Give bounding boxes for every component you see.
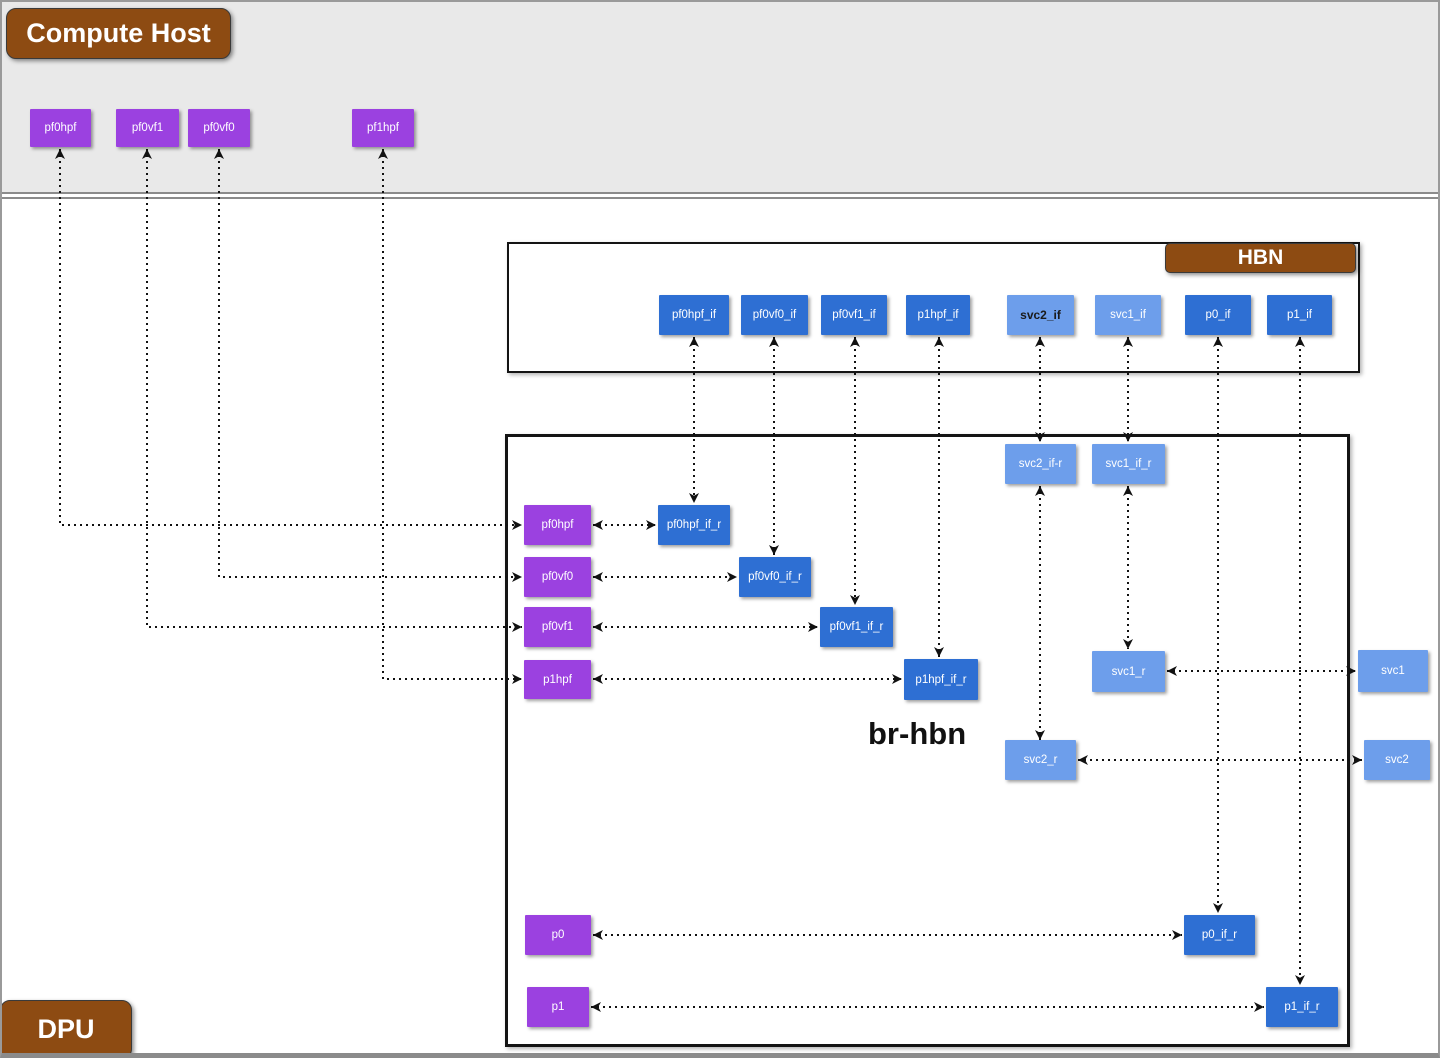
- node-br-pf0vf1-if-r: pf0vf1_if_r: [820, 607, 893, 647]
- node-br-pf0hpf-if-r: pf0hpf_if_r: [658, 505, 730, 545]
- edge-host-pf1hpf--br-p1hpf: [378, 149, 522, 684]
- node-br-p0-if-r: p0_if_r: [1184, 915, 1255, 955]
- node-svc1: svc1: [1358, 650, 1428, 692]
- node-br-svc1-if-r: svc1_if_r: [1092, 444, 1165, 484]
- node-hbn-pf0vf1-if: pf0vf1_if: [821, 295, 887, 335]
- node-br-p1-if-r: p1_if_r: [1266, 987, 1338, 1027]
- edge-host-pf0vf0--br-pf0vf0: [214, 149, 522, 582]
- dpu-label: DPU: [2, 1000, 132, 1053]
- node-br-svc2-r: svc2_r: [1005, 740, 1076, 780]
- node-br-svc2-if-r: svc2_if-r: [1005, 444, 1076, 484]
- node-svc2: svc2: [1364, 740, 1430, 780]
- node-br-pf0vf0-if-r: pf0vf0_if_r: [739, 557, 811, 597]
- node-hbn-p1-if: p1_if: [1267, 295, 1332, 335]
- node-br-pf0vf0: pf0vf0: [524, 557, 591, 597]
- br-hbn-label: br-hbn: [868, 716, 967, 751]
- node-host-pf0vf1: pf0vf1: [116, 109, 179, 147]
- node-hbn-p1hpf-if: p1hpf_if: [906, 295, 970, 335]
- node-host-pf0hpf: pf0hpf: [30, 109, 91, 147]
- node-br-p0: p0: [525, 915, 591, 955]
- edge-host-pf0hpf--br-pf0hpf: [55, 149, 522, 530]
- node-host-pf0vf0: pf0vf0: [188, 109, 250, 147]
- node-br-svc1-r: svc1_r: [1092, 651, 1165, 692]
- node-br-p1hpf-if-r: p1hpf_if_r: [904, 659, 978, 700]
- node-br-p1hpf: p1hpf: [524, 660, 591, 699]
- node-br-pf0vf1: pf0vf1: [524, 607, 591, 647]
- node-hbn-svc1-if: svc1_if: [1095, 295, 1161, 335]
- node-hbn-svc2-if: svc2_if: [1007, 295, 1074, 335]
- node-hbn-pf0hpf-if: pf0hpf_if: [659, 295, 729, 335]
- host-dpu-divider: [2, 197, 1438, 199]
- hbn-label: HBN: [1165, 243, 1356, 273]
- node-br-p1: p1: [527, 987, 589, 1027]
- node-br-pf0hpf: pf0hpf: [524, 505, 591, 545]
- node-hbn-pf0vf0-if: pf0vf0_if: [741, 295, 808, 335]
- node-hbn-p0-if: p0_if: [1185, 295, 1251, 335]
- compute-host-label: Compute Host: [6, 8, 231, 59]
- node-host-pf1hpf: pf1hpf: [352, 109, 414, 147]
- edge-host-pf0vf1--br-pf0vf1: [142, 149, 522, 632]
